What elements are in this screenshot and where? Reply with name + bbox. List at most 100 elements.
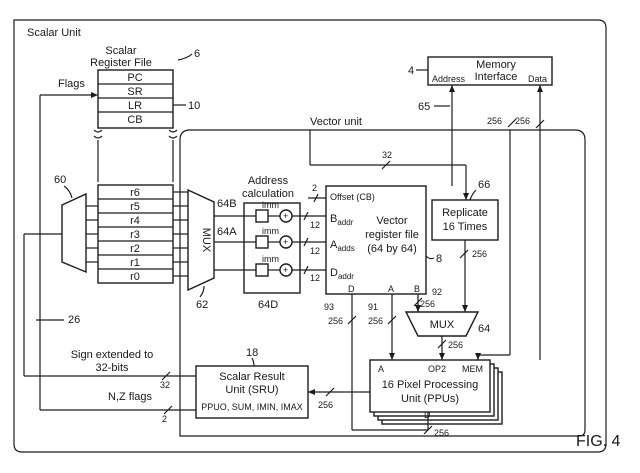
vector-unit-title: Vector unit: [310, 116, 362, 128]
replicate-label-1: Replicate: [442, 207, 488, 219]
break-mark-left: [93, 129, 103, 139]
addr-calc-label-2: calculation: [242, 188, 294, 200]
vrf-label-2: register file: [365, 229, 419, 241]
break-mark-right: [168, 129, 178, 139]
svg-text:+: +: [283, 211, 288, 221]
vector-register-file: [325, 185, 427, 295]
mux-left-label: MUX: [200, 228, 212, 253]
ref-91: 91: [368, 302, 378, 312]
bus-256-b: 256: [420, 299, 435, 309]
ppu-label-1: 16 Pixel Processing: [382, 379, 479, 391]
scalar-unit-title: Scalar Unit: [27, 27, 81, 39]
ref-64b: 64B: [217, 198, 237, 210]
leader-6: [177, 53, 193, 61]
bus-256-ppu-out: 256: [434, 428, 449, 438]
sign-extended-label-2: 32-bits: [95, 362, 129, 374]
ref-64: 64: [478, 323, 490, 335]
ref-4: 4: [408, 65, 414, 77]
bus-256-replicate: 256: [472, 249, 487, 259]
mux-right-label: MUX: [430, 319, 455, 331]
offset-cb: Offset (CB): [330, 192, 375, 202]
bus-256-vector: 256: [487, 116, 502, 126]
mem-if-label-2: Interface: [475, 71, 518, 83]
vrf-port-d: D: [348, 284, 355, 294]
ppu-port-mem: MEM: [462, 364, 483, 374]
addr-calc-label-1: Address: [248, 175, 289, 187]
adder-a-reg: [255, 235, 269, 249]
imm-a: imm: [262, 226, 279, 236]
vrf-label-1: Vector: [376, 215, 408, 227]
vrf-label-3: (64 by 64): [367, 243, 417, 255]
bus-12-a: 12: [310, 246, 320, 256]
ppu-port-a: A: [378, 364, 384, 374]
srf-label-1: Scalar: [105, 45, 137, 57]
register-r4: r4: [130, 215, 140, 227]
figure-label: FIG. 4: [576, 433, 621, 450]
adder-b-reg: [255, 209, 269, 223]
ppu-main-box: [369, 359, 491, 413]
imm-d: imm: [262, 254, 279, 264]
d-addr-port: Daddr: [330, 267, 354, 281]
bus-32-label: 32: [382, 150, 392, 160]
vrf-port-b: B: [414, 284, 420, 294]
operand-mux: [404, 311, 480, 337]
a-addr-port: Aadds: [330, 239, 355, 253]
imm-b: imm: [262, 200, 279, 210]
bus-2-bottom: 2: [162, 414, 167, 424]
ref-93: 93: [324, 302, 334, 312]
bus-12-d: 12: [310, 273, 320, 283]
ref-10: 10: [188, 100, 200, 112]
scalar-unit-boundary: [13, 19, 607, 453]
srf-top-box: [97, 69, 174, 129]
register-r0: r0: [130, 271, 140, 283]
register-sr: SR: [127, 86, 142, 98]
ref-66: 66: [478, 179, 490, 191]
ref-6: 6: [194, 48, 200, 60]
bus-256-mux-out: 256: [448, 340, 463, 350]
ref-18: 18: [246, 347, 258, 359]
scalar-result-unit: [195, 365, 309, 419]
ref-60: 60: [54, 174, 66, 186]
replicate-label-2: 16 Times: [443, 221, 488, 233]
ref-26: 26: [68, 314, 80, 326]
register-r5: r5: [130, 201, 140, 213]
vector-unit-boundary: [179, 129, 586, 437]
bus-256-data: 256: [515, 116, 530, 126]
sign-extended-label-1: Sign extended to: [71, 349, 154, 361]
vrf-port-a: A: [388, 284, 394, 294]
mem-address-port: Address: [432, 74, 466, 84]
mem-data-port: Data: [528, 74, 547, 84]
sru-label-3: PPUO, SUM, IMIN, IMAX: [201, 402, 303, 412]
ref-64a: 64A: [217, 226, 237, 238]
bus-12-b: 12: [310, 220, 320, 230]
flags-label: Flags: [58, 78, 85, 90]
bus-256-a: 256: [368, 316, 383, 326]
register-lr: LR: [128, 100, 142, 112]
ref-64d: 64D: [258, 299, 278, 311]
register-select-mux: [187, 188, 215, 292]
bus-256-d: 256: [328, 316, 343, 326]
adder-d-reg: [255, 263, 269, 277]
ref-8: 8: [436, 253, 442, 265]
b-addr-port: Baddr: [330, 213, 354, 227]
nz-flags-label: N,Z flags: [108, 391, 153, 403]
register-pc: PC: [127, 72, 142, 84]
bus-32-bottom: 32: [160, 380, 170, 390]
sru-label-1: Scalar Result: [219, 371, 284, 383]
svg-text:+: +: [283, 237, 288, 247]
replicate-box: [431, 199, 499, 241]
ref-62: 62: [196, 299, 208, 311]
svg-text:+: +: [283, 265, 288, 275]
ref-92: 92: [432, 287, 442, 297]
srf-bottom-box: [97, 184, 174, 284]
left-input-mux: [61, 192, 87, 274]
ppu-label-2: Unit (PPUs): [401, 393, 459, 405]
register-r3: r3: [130, 229, 140, 241]
ppu-port-op2: OP2: [428, 364, 446, 374]
bus-256-sru: 256: [318, 400, 333, 410]
bus-2-label: 2: [312, 183, 317, 193]
sru-label-2: Unit (SRU): [225, 384, 278, 396]
mem-if-label-1: Memory: [476, 59, 516, 71]
